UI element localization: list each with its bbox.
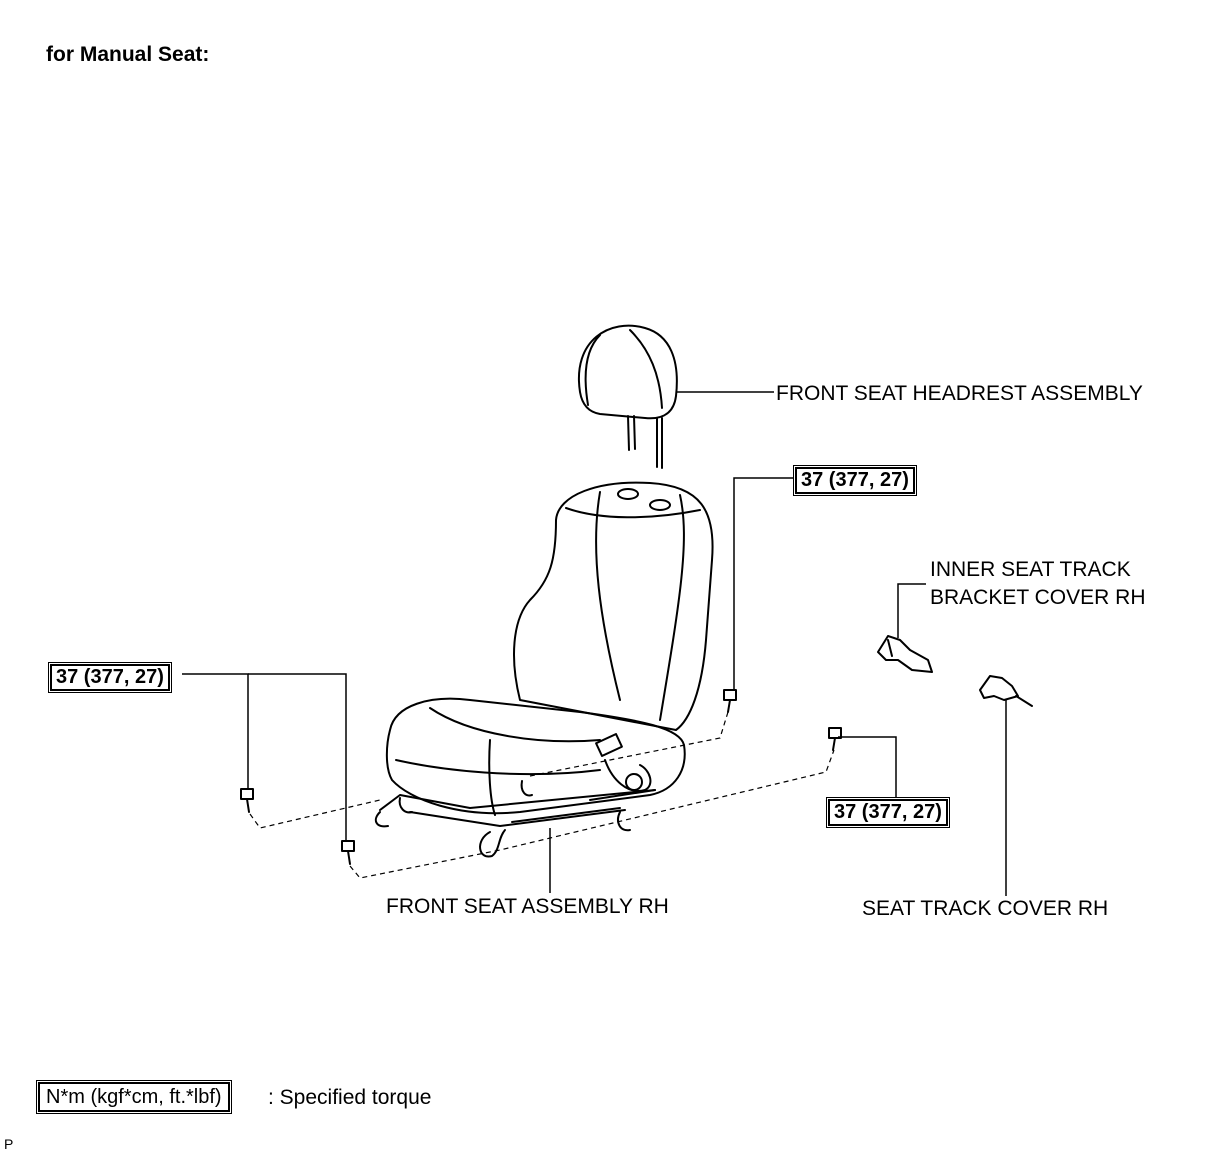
inner-cover-label: INNER SEAT TRACK BRACKET COVER RH xyxy=(930,558,1146,609)
bolt-illustrations xyxy=(240,689,842,865)
track-cover-illustration xyxy=(979,675,1033,707)
torque-spec-upper: 37 (377, 27) xyxy=(795,467,915,494)
torque-legend-unit: N*m (kgf*cm, ft.*lbf) xyxy=(38,1082,230,1112)
torque-spec-left: 37 (377, 27) xyxy=(50,664,170,691)
headrest-illustration xyxy=(577,324,678,469)
track-illustration xyxy=(374,780,656,858)
figure-code: P xyxy=(4,1136,14,1152)
cushion-illustration xyxy=(385,697,686,816)
headrest-label: FRONT SEAT HEADREST ASSEMBLY xyxy=(776,382,1143,405)
seatback-illustration xyxy=(513,481,714,731)
inner-cover-illustration xyxy=(877,635,933,673)
track-cover-label: SEAT TRACK COVER RH xyxy=(862,897,1109,920)
torque-spec-front: 37 (377, 27) xyxy=(828,799,948,826)
seat-assembly-label: FRONT SEAT ASSEMBLY RH xyxy=(386,895,669,918)
torque-legend-description: : Specified torque xyxy=(268,1086,432,1109)
page-title: for Manual Seat: xyxy=(46,43,210,66)
